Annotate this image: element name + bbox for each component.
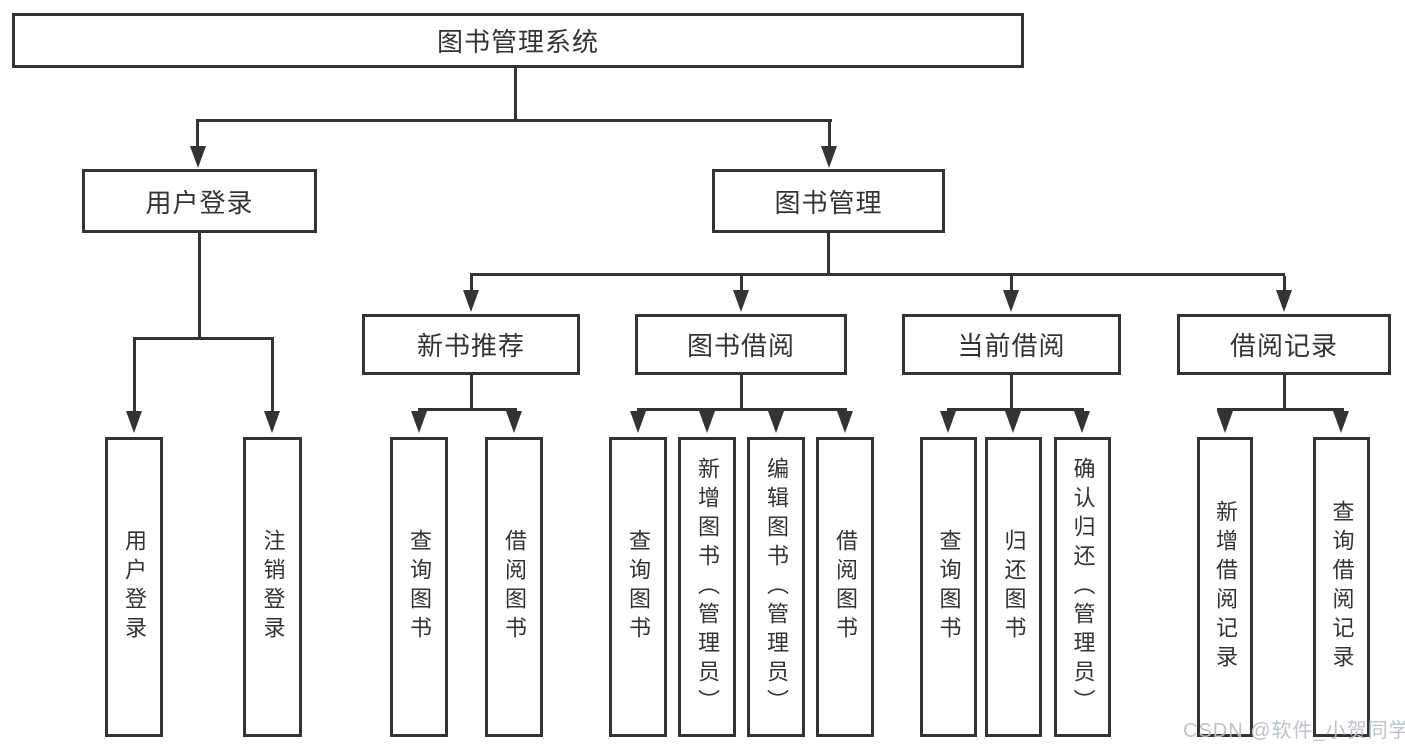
connector-line — [740, 276, 743, 290]
connector-line — [1010, 276, 1013, 290]
leaf-query-borrow-record-label: 查询借阅记录 — [1329, 500, 1355, 674]
leaf-query-borrow-record: 查询借阅记录 — [1313, 437, 1370, 737]
arrow-down-icon — [506, 411, 522, 433]
connector-line — [470, 276, 473, 290]
node-new-book-recommendation-label: 新书推荐 — [416, 331, 525, 361]
leaf-borrow-books: 借阅图书 — [816, 437, 874, 737]
leaf-query-books-borrow-label: 查询图书 — [626, 529, 651, 645]
connector-line — [947, 408, 1084, 411]
leaf-return-books: 归还图书 — [985, 437, 1042, 737]
connector-line — [514, 68, 517, 119]
connector-line — [1010, 375, 1013, 408]
leaf-edit-book-admin: 编辑图书（管理员） — [747, 437, 805, 737]
leaf-add-borrow-record: 新增借阅记录 — [1197, 437, 1253, 737]
leaf-query-books-recommend: 查询图书 — [390, 437, 448, 737]
leaf-add-borrow-record-label: 新增借阅记录 — [1213, 500, 1238, 674]
connector-line — [1283, 276, 1286, 290]
connector-line — [418, 408, 517, 411]
leaf-confirm-return-admin-label: 确认归还（管理员） — [1070, 456, 1096, 718]
arrow-down-icon — [1333, 411, 1349, 433]
node-new-book-recommendation: 新书推荐 — [362, 314, 580, 375]
node-book-management-label: 图书管理 — [774, 187, 883, 218]
connector-line — [271, 340, 274, 411]
leaf-borrow-books-recommend-label: 借阅图书 — [502, 529, 527, 645]
leaf-borrow-books-recommend: 借阅图书 — [485, 437, 543, 737]
leaf-query-books-current: 查询图书 — [920, 437, 977, 737]
arrow-down-icon — [1003, 290, 1019, 312]
leaf-borrow-books-label: 借阅图书 — [833, 529, 858, 645]
arrow-down-icon — [1074, 411, 1090, 433]
node-book-borrowing-label: 图书借阅 — [686, 331, 795, 361]
leaf-query-books-borrow: 查询图书 — [609, 437, 667, 737]
connector-line — [828, 122, 831, 146]
arrow-down-icon — [837, 411, 853, 433]
node-current-borrowing: 当前借阅 — [902, 314, 1121, 375]
connector-line — [1283, 375, 1286, 408]
arrow-down-icon — [190, 146, 206, 168]
arrow-down-icon — [699, 411, 715, 433]
arrow-down-icon — [126, 411, 142, 433]
leaf-logout: 注销登录 — [243, 437, 302, 737]
arrow-down-icon — [1005, 411, 1021, 433]
leaf-add-book-admin-label: 新增图书（管理员） — [695, 456, 720, 718]
node-borrowing-records: 借阅记录 — [1177, 314, 1391, 375]
connector-line — [1217, 408, 1344, 411]
node-book-borrowing: 图书借阅 — [635, 314, 847, 375]
node-borrowing-records-label: 借阅记录 — [1229, 331, 1338, 361]
connector-line — [133, 337, 274, 340]
arrow-down-icon — [940, 411, 956, 433]
arrow-down-icon — [1276, 290, 1292, 312]
watermark: CSDN @软件_小贺同学 — [1183, 720, 1405, 742]
arrow-down-icon — [733, 290, 749, 312]
arrow-down-icon — [264, 411, 280, 433]
connector-line — [198, 233, 201, 337]
arrow-down-icon — [630, 411, 646, 433]
leaf-add-book-admin: 新增图书（管理员） — [678, 437, 736, 737]
connector-line — [196, 119, 832, 122]
arrow-down-icon — [463, 290, 479, 312]
leaf-query-books-current-label: 查询图书 — [936, 529, 962, 645]
arrow-down-icon — [768, 411, 784, 433]
leaf-query-books-recommend-label: 查询图书 — [407, 529, 432, 645]
connector-line — [740, 375, 743, 408]
arrow-down-icon — [821, 146, 837, 168]
arrow-down-icon — [411, 411, 427, 433]
node-user-login: 用户登录 — [82, 169, 317, 233]
connector-line — [827, 233, 830, 273]
leaf-logout-label: 注销登录 — [260, 529, 286, 645]
arrow-down-icon — [1217, 411, 1233, 433]
leaf-return-books-label: 归还图书 — [1001, 529, 1027, 645]
leaf-confirm-return-admin: 确认归还（管理员） — [1054, 437, 1111, 737]
node-book-management: 图书管理 — [712, 169, 945, 233]
connector-line — [470, 273, 1285, 276]
connector-line — [470, 375, 473, 408]
node-root-label: 图书管理系统 — [436, 27, 599, 57]
node-user-login-label: 用户登录 — [145, 187, 254, 218]
connector-line — [133, 340, 136, 411]
connector-line — [196, 122, 199, 146]
leaf-user-login-label: 用户登录 — [122, 529, 147, 645]
leaf-user-login: 用户登录 — [105, 437, 163, 737]
node-current-borrowing-label: 当前借阅 — [957, 331, 1066, 361]
node-root: 图书管理系统 — [12, 13, 1024, 68]
leaf-edit-book-admin-label: 编辑图书（管理员） — [764, 456, 789, 718]
connector-line — [637, 408, 847, 411]
